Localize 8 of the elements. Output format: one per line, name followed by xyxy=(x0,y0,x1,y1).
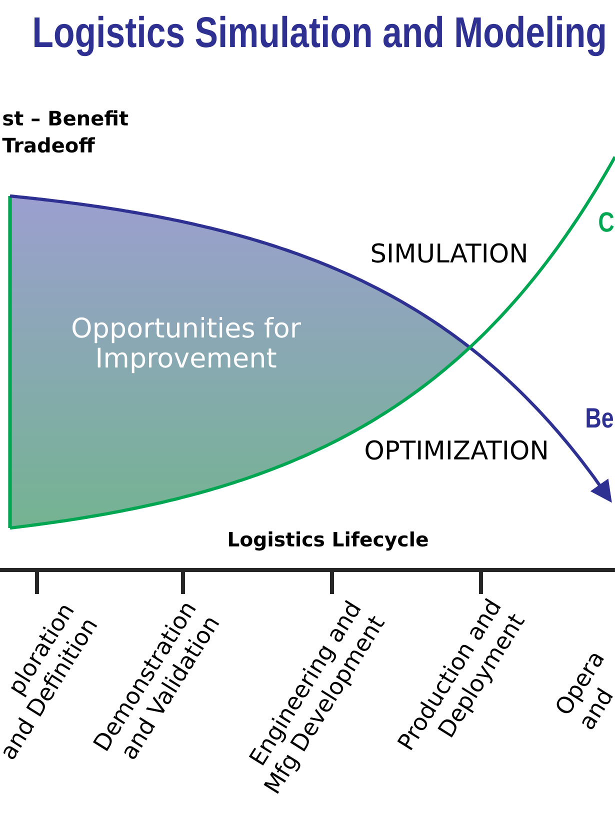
curve-label: C xyxy=(599,212,614,232)
shaded-region: Opportunities for Improvement xyxy=(8,196,301,528)
axis-title: Logistics Lifecycle xyxy=(229,531,428,551)
axis-title: st – Benefit Tradeoff xyxy=(2,110,128,153)
curve-label: Be xyxy=(586,408,614,428)
title: Logistics Simulation and Modeling xyxy=(34,16,605,56)
curve-label: OPTIMIZATION xyxy=(366,440,546,460)
curve-label: SIMULATION xyxy=(372,243,526,263)
